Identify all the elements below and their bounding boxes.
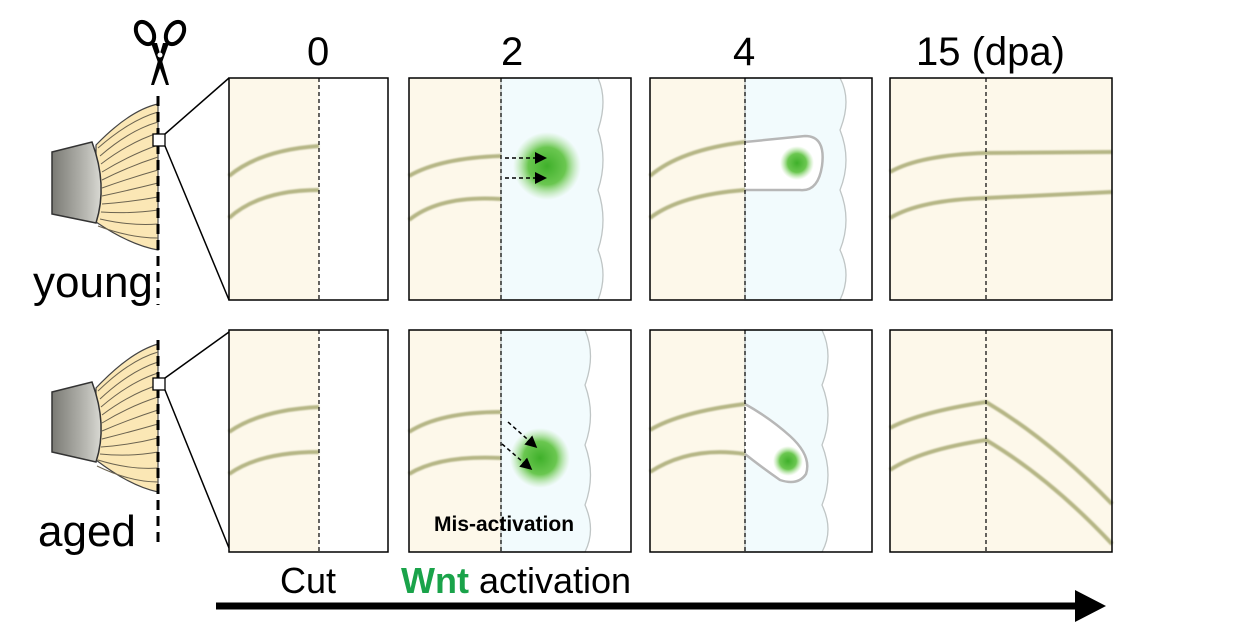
time-label-15-dpa: 15 (dpa)	[916, 30, 1065, 74]
panel-young-2dpa	[407, 77, 632, 301]
wnt-activation-label: Wnt activation	[401, 560, 631, 602]
panel-aged-15dpa	[888, 329, 1114, 553]
wnt-label: Wnt	[401, 560, 469, 601]
time-arrow-icon	[216, 590, 1106, 622]
panel-aged-0dpa	[227, 329, 389, 553]
panel-aged-2dpa	[407, 329, 632, 553]
scissors-icon	[133, 19, 187, 85]
row-label-young: young	[33, 258, 153, 307]
time-label-2: 2	[501, 30, 524, 74]
time-label-4: 4	[733, 30, 756, 74]
time-label-0: 0	[307, 30, 330, 74]
panel-young-0dpa	[227, 77, 389, 301]
panel-young-4dpa	[648, 77, 873, 301]
young-fin-illustration	[51, 77, 230, 305]
aged-fin-illustration	[51, 331, 230, 549]
row-label-aged: aged	[38, 507, 136, 556]
mis-activation-label: Mis-activation	[434, 513, 575, 536]
panel-aged-4dpa	[648, 329, 873, 553]
panel-young-15dpa	[888, 77, 1113, 301]
cut-label: Cut	[280, 560, 337, 601]
activation-label: activation	[468, 560, 632, 601]
